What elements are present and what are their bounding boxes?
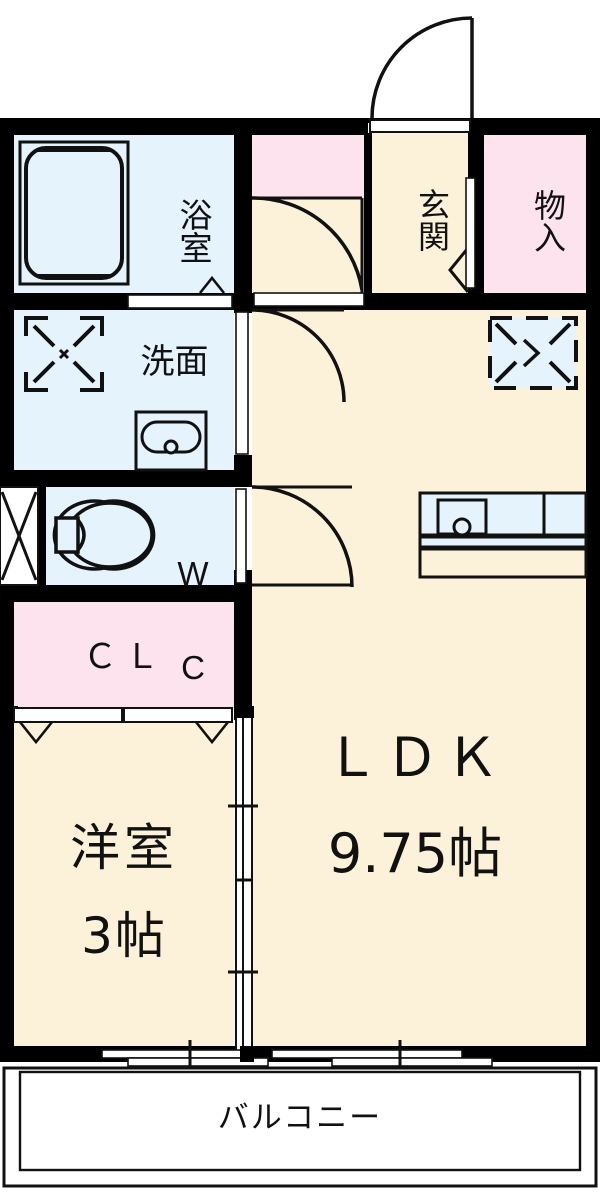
room-fill-closet xyxy=(12,602,234,712)
room-fill-storage xyxy=(484,133,588,293)
kitchen-sink-drain xyxy=(452,517,472,537)
wall-washroom-wc xyxy=(0,470,238,487)
wall-hall-entrance xyxy=(364,133,372,293)
washroom-doorway xyxy=(235,311,249,455)
wc-letter-w: W xyxy=(177,554,209,592)
balcony-doors-group[interactable] xyxy=(101,1040,493,1078)
washer-arrow-1 xyxy=(32,324,56,348)
wall-closet-bedroom xyxy=(0,706,18,716)
wall-right xyxy=(586,118,600,1060)
washer-center-x xyxy=(58,348,70,360)
hall-threshold xyxy=(253,292,365,307)
wall-wet-hall-4 xyxy=(234,570,252,720)
wall-wc-closet xyxy=(0,585,238,602)
washer-corner-br xyxy=(80,372,104,392)
washroom-door-group[interactable] xyxy=(235,308,346,455)
toilet-neck xyxy=(76,518,86,552)
bathtub-group xyxy=(18,140,130,286)
louvre-window-group xyxy=(0,486,39,586)
washroom-door-arc xyxy=(251,308,346,403)
entrance-step xyxy=(448,177,476,293)
entrance-thresholds xyxy=(253,292,365,307)
fridge-arrow-br xyxy=(548,360,572,384)
washer-corner-tl xyxy=(24,316,48,336)
room-label-washroom: 洗面 xyxy=(140,342,209,382)
closet-fold-mark-right xyxy=(194,721,230,745)
front-door-group[interactable] xyxy=(369,16,474,133)
wc-door-group[interactable] xyxy=(235,488,247,584)
fridge-arrows xyxy=(494,322,572,384)
balcony-door-left-inner xyxy=(127,1057,269,1067)
wall-top-right xyxy=(468,118,600,135)
washer-corner-bl xyxy=(24,372,48,392)
louvre-x-2 xyxy=(0,491,38,581)
wc-door-panel xyxy=(235,488,247,584)
wall-wet-hall xyxy=(234,118,252,310)
room-label-ldk-area: 9.75帖 xyxy=(327,822,503,885)
front-door-arc xyxy=(370,16,473,119)
room-fill-ldk xyxy=(252,300,588,1056)
fridge-arrow-tr xyxy=(548,322,572,346)
room-label-ldk-name: ＬＤＫ xyxy=(325,728,505,788)
balcony-inner xyxy=(18,1070,582,1172)
room-fills xyxy=(12,133,588,1056)
room-partition-group[interactable] xyxy=(228,706,258,1057)
washer-arrow-3 xyxy=(32,360,56,384)
toilet-seat xyxy=(66,501,154,569)
closet-door-panel-left xyxy=(13,707,123,723)
toilet-group xyxy=(52,499,156,571)
room-label-balcony: バルコニー xyxy=(217,1100,383,1136)
room-label-closet: ＣＬ xyxy=(83,638,167,676)
bathtub-inner xyxy=(24,146,124,280)
wall-left-b xyxy=(0,585,14,1060)
refrigerator-space-group xyxy=(488,316,578,390)
partition-head xyxy=(234,706,254,718)
room-label-bath: 浴室 xyxy=(174,197,213,264)
front-door-threshold xyxy=(369,119,471,133)
kitchen-counter-group xyxy=(418,491,588,579)
room-label-bedroom-name: 洋室 xyxy=(70,819,178,877)
bathtub-outer xyxy=(18,140,130,286)
ldk-door-arc xyxy=(251,485,354,588)
toilet-tank xyxy=(54,516,80,554)
entry-inner-door-group[interactable] xyxy=(251,196,364,293)
washbasin-drain xyxy=(163,439,179,455)
fridge-arrow-bl xyxy=(494,360,518,384)
kitchen-base-cabinet xyxy=(418,547,588,579)
closet-fold-mark-left xyxy=(18,721,54,745)
ldk-door-group[interactable] xyxy=(251,485,354,588)
room-label-bedroom-area: 3帖 xyxy=(81,907,167,965)
wall-wet-hall-3 xyxy=(234,455,252,487)
closet-door-panel-right xyxy=(123,707,233,723)
washer-corner-tr xyxy=(80,316,104,336)
bathroom-door-group[interactable] xyxy=(127,275,233,309)
fridge-arrow-tl xyxy=(494,322,518,346)
kitchen-counter-front xyxy=(418,535,588,549)
wall-wc-jamb xyxy=(38,487,46,585)
balcony-door-right-outer xyxy=(271,1049,463,1059)
entry-inner-door-arc xyxy=(251,196,364,291)
washer-arrow-2 xyxy=(72,324,96,348)
room-fill-hall-upper-pink xyxy=(252,133,364,198)
closet-door-group[interactable] xyxy=(13,707,233,745)
wc-letter-c: C xyxy=(181,648,205,686)
room-label-storage: 物入 xyxy=(529,189,567,253)
room-label-wc: W C xyxy=(165,495,221,714)
bathroom-door-fold-mark xyxy=(198,275,226,294)
washer-arrow-4 xyxy=(72,360,96,384)
balcony-door-left-outer xyxy=(101,1049,243,1059)
balcony-group xyxy=(2,1066,598,1188)
fridge-center-chevron xyxy=(522,338,541,368)
balcony-door-center-post xyxy=(240,1046,254,1062)
washbasin-group xyxy=(134,410,208,472)
room-fill-bedroom xyxy=(12,716,234,1056)
wall-top-left xyxy=(0,118,368,135)
fridge-dashed-box xyxy=(488,316,578,390)
bathroom-door-panel xyxy=(127,294,233,309)
washing-machine-space-group xyxy=(24,316,104,392)
room-label-entrance: 玄関 xyxy=(413,188,451,252)
balcony-door-right-inner xyxy=(331,1057,493,1067)
